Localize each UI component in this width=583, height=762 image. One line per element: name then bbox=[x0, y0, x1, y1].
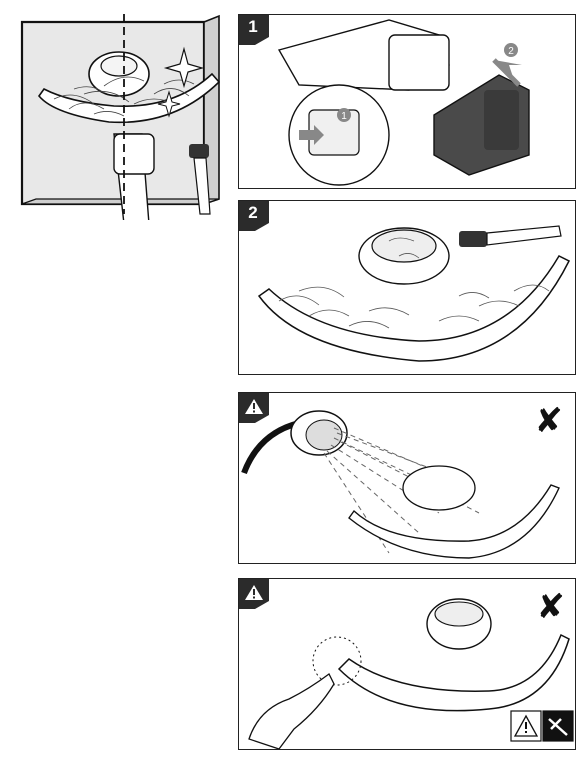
warning-badge-water bbox=[239, 393, 273, 423]
step-1-number: 1 bbox=[248, 17, 258, 36]
step-2-number: 2 bbox=[248, 203, 258, 222]
warning-blade-panel: ✘ bbox=[238, 578, 576, 750]
warning-badge-blade bbox=[239, 579, 273, 609]
overview-panel bbox=[14, 14, 222, 220]
svg-text:1: 1 bbox=[341, 111, 347, 122]
step-2-badge: 2 bbox=[239, 201, 273, 231]
warning-triangle-icon bbox=[239, 579, 269, 609]
step-1-badge: 1 bbox=[239, 15, 273, 45]
warning-water-panel: ✘ bbox=[238, 392, 576, 564]
prohibited-cross-icon: ✘ bbox=[534, 401, 564, 441]
water-spray-illustration bbox=[241, 410, 560, 559]
sharp-blade-illustration bbox=[248, 598, 574, 749]
step-1-panel: 1 1 2 bbox=[238, 14, 576, 189]
warning-triangle-icon bbox=[239, 393, 269, 423]
step-2-panel: 2 bbox=[238, 200, 576, 375]
overview-illustration bbox=[20, 14, 221, 220]
svg-text:2: 2 bbox=[508, 46, 514, 57]
prohibited-cross-icon: ✘ bbox=[536, 587, 566, 627]
brush-cleaning-illustration bbox=[257, 225, 571, 362]
battery-removal-illustration: 1 2 bbox=[277, 19, 530, 186]
